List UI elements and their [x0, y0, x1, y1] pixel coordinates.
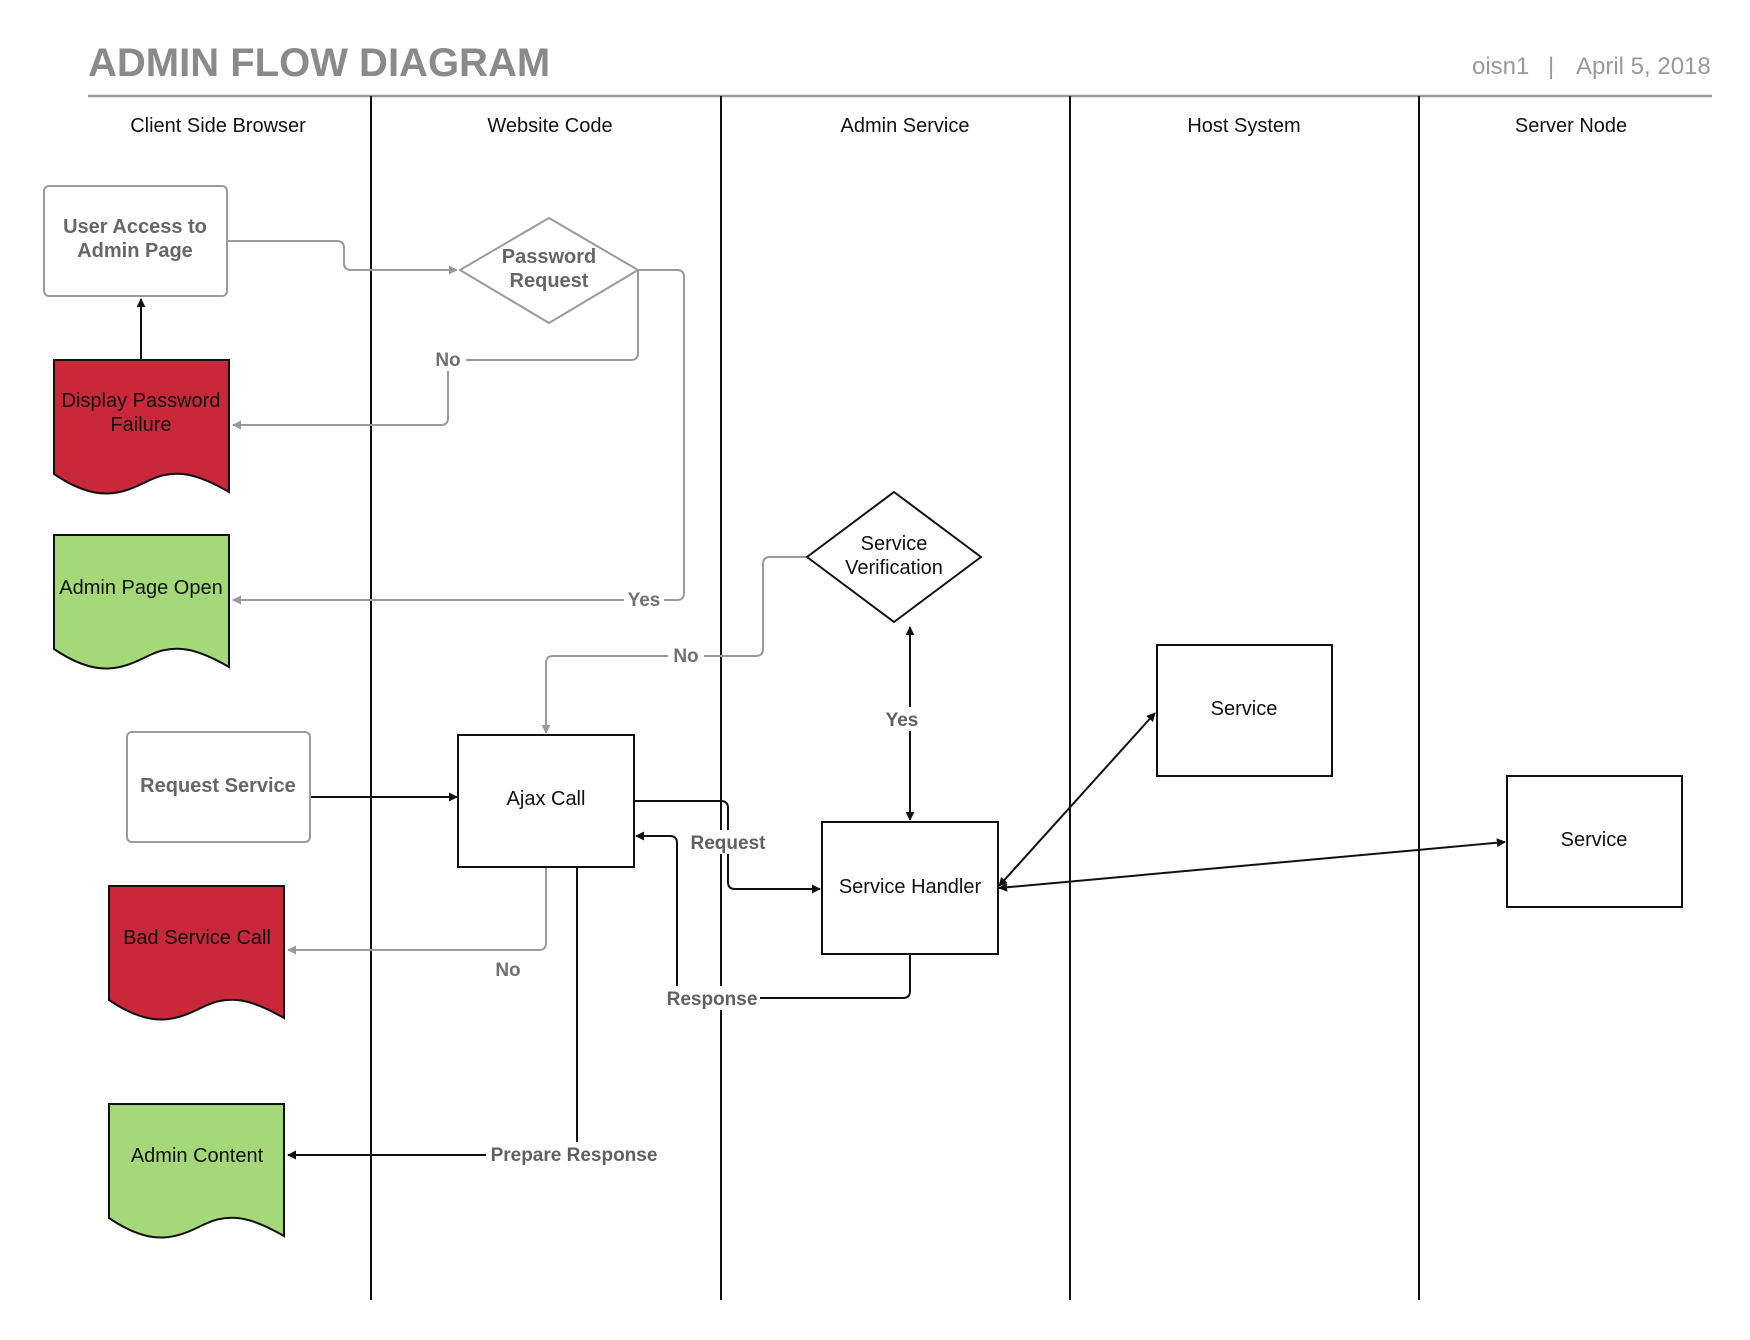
label-bg: [880, 707, 924, 731]
lane-header-host-system: Host System: [1187, 115, 1300, 137]
date-label: April 5, 2018: [1576, 53, 1711, 80]
user-access-label-line1: User Access to: [63, 216, 207, 238]
label-bg: [624, 587, 664, 611]
ajax-call-node: [457, 734, 635, 868]
display-password-failure-label-line2: Failure: [110, 414, 171, 436]
edge-handler-host-service: [998, 712, 1156, 887]
edge-label-ajax-no: No: [495, 960, 520, 981]
service-handler-label: Service Handler: [839, 876, 982, 898]
edge-label-request: Request: [691, 833, 767, 854]
service-verification-label-line2: Verification: [845, 557, 943, 579]
lane-dividers: [370, 96, 1420, 1300]
lane-header-website-code: Website Code: [487, 115, 612, 137]
admin-page-open-label: Admin Page Open: [59, 577, 222, 599]
password-request-label-line1: Password: [502, 246, 596, 268]
lane-header-admin-service: Admin Service: [841, 115, 970, 137]
edge-prepare-response: [287, 867, 578, 1160]
password-request-label-line2: Request: [510, 270, 589, 292]
edge-label-prepare-response: Prepare Response: [491, 1145, 658, 1166]
request-service-label: Request Service: [140, 775, 296, 797]
page-title: ADMIN FLOW DIAGRAM: [88, 41, 550, 85]
edge-label-response: Response: [667, 989, 758, 1010]
host-service-label: Service: [1211, 698, 1278, 720]
label-bg: [686, 830, 770, 854]
server-service-node: [1506, 775, 1683, 908]
server-service-label: Service: [1561, 829, 1628, 851]
label-bg: [486, 1142, 662, 1166]
edge-label-verification-no: No: [673, 646, 698, 667]
service-verification-label-line1: Service: [861, 533, 928, 555]
bad-service-call-label: Bad Service Call: [123, 927, 271, 949]
host-service-node: [1156, 644, 1333, 777]
edge-ajax-no: [287, 867, 547, 955]
display-password-failure-label-line1: Display Password: [62, 390, 221, 412]
edge-label-password-no: No: [435, 350, 460, 371]
edge-handler-server-service: [998, 838, 1506, 892]
edge-user-access-to-password: [227, 240, 458, 275]
service-verification-decision: [806, 491, 982, 623]
password-request-decision: [459, 217, 639, 324]
header-separator: |: [1548, 53, 1554, 80]
display-password-failure-node: [53, 359, 230, 495]
label-bg: [432, 347, 466, 371]
label-bg: [664, 986, 760, 1010]
admin-page-open-node: [53, 534, 230, 670]
author-label: oisn1: [1472, 53, 1529, 80]
edge-label-verification-yes: Yes: [886, 710, 919, 731]
lane-header-client-browser: Client Side Browser: [130, 115, 306, 137]
bad-service-call-node: [108, 885, 285, 1021]
admin-content-node: [108, 1103, 285, 1239]
edge-verification-no: [541, 556, 807, 734]
service-handler-node: [821, 821, 999, 955]
user-access-label-line2: Admin Page: [77, 240, 193, 262]
edge-password-yes: [232, 269, 685, 605]
admin-content-label: Admin Content: [131, 1145, 264, 1167]
request-service-node: [126, 731, 311, 843]
edge-label-password-yes: Yes: [628, 590, 661, 611]
label-bg: [668, 643, 704, 667]
lane-header-server-node: Server Node: [1515, 115, 1627, 137]
user-access-node: [43, 185, 228, 297]
ajax-call-label: Ajax Call: [507, 788, 586, 810]
